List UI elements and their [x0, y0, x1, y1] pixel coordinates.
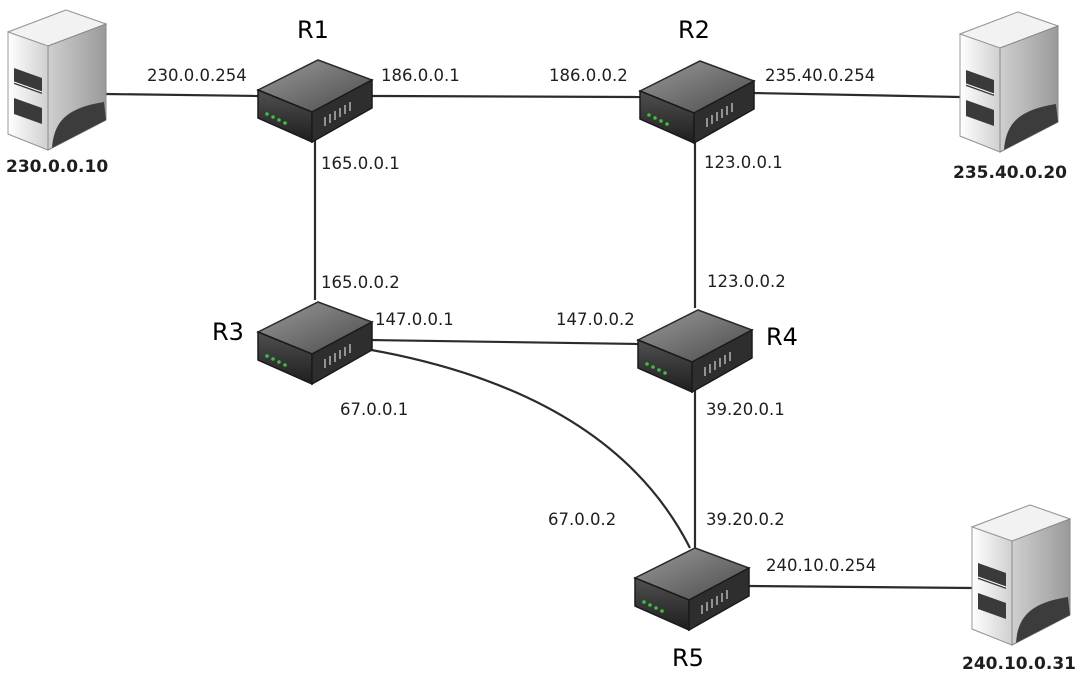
- router-label-r3: R3: [212, 318, 244, 346]
- iface-label: 186.0.0.1: [381, 66, 460, 85]
- router-label-r4: R4: [766, 323, 798, 351]
- iface-label: 39.20.0.1: [706, 400, 785, 419]
- iface-label: 235.40.0.254: [765, 66, 875, 85]
- iface-label: 123.0.0.2: [707, 272, 786, 291]
- router-icon[interactable]: [639, 60, 755, 144]
- iface-label: 165.0.0.2: [321, 273, 400, 292]
- link-r1-r2: [371, 94, 641, 99]
- link-r3-r5: [359, 346, 691, 549]
- iface-label: 67.0.0.1: [340, 400, 408, 419]
- iface-label: 147.0.0.2: [556, 310, 635, 329]
- server-icon[interactable]: [971, 504, 1071, 646]
- router-label-r2: R2: [678, 16, 710, 44]
- iface-label: 147.0.0.1: [375, 310, 454, 329]
- iface-label: 165.0.0.1: [321, 154, 400, 173]
- iface-label: 39.20.0.2: [706, 510, 785, 529]
- link-h1-r1: [104, 92, 259, 98]
- host-label-235-40-0-20: 235.40.0.20: [953, 163, 1067, 183]
- iface-label: 240.10.0.254: [766, 556, 876, 575]
- router-icon[interactable]: [257, 59, 373, 143]
- links: [104, 91, 973, 590]
- router-icon[interactable]: [634, 547, 750, 631]
- router-labels: R1 R2 R3 R4 R5: [212, 16, 798, 672]
- server-icon[interactable]: [959, 11, 1059, 153]
- host-labels: 230.0.0.10 235.40.0.20 240.10.0.31: [6, 157, 1076, 674]
- iface-label: 67.0.0.2: [548, 510, 616, 529]
- router-icon[interactable]: [637, 309, 753, 393]
- server-icon[interactable]: [7, 9, 107, 151]
- link-r5-h3: [747, 584, 973, 590]
- router-icon[interactable]: [257, 301, 373, 385]
- router-label-r5: R5: [672, 644, 704, 672]
- iface-label: 186.0.0.2: [549, 66, 628, 85]
- host-label-230-0-0-10: 230.0.0.10: [6, 157, 108, 177]
- interface-labels: 230.0.0.254 186.0.0.1 186.0.0.2 235.40.0…: [147, 66, 876, 575]
- link-r3-r4: [369, 338, 641, 346]
- hosts: [7, 9, 1071, 646]
- routers: [257, 59, 755, 631]
- iface-label: 123.0.0.1: [704, 153, 783, 172]
- link-r2-h2: [751, 91, 961, 99]
- iface-label: 230.0.0.254: [147, 66, 247, 85]
- router-label-r1: R1: [297, 16, 329, 44]
- host-label-240-10-0-31: 240.10.0.31: [962, 654, 1076, 674]
